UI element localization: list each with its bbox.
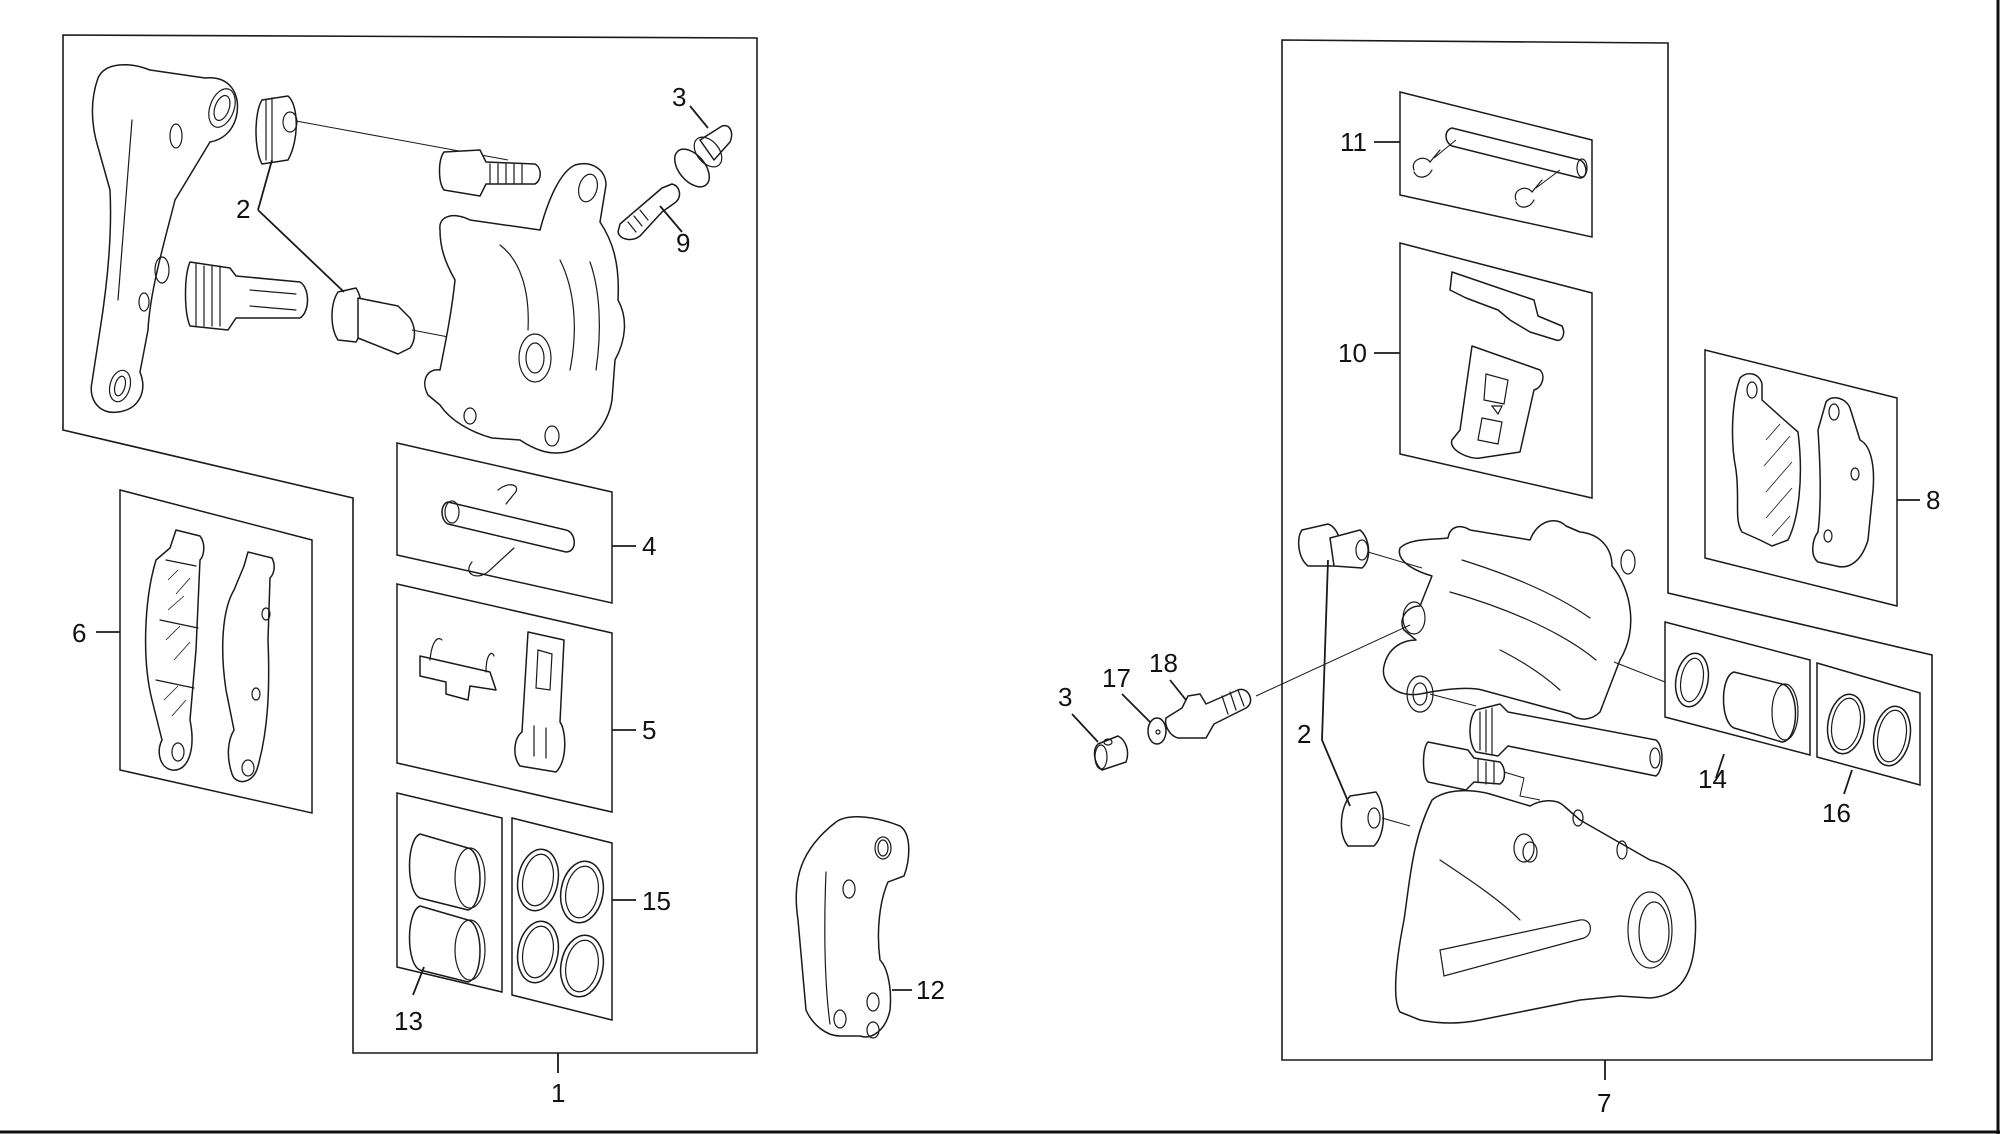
front-pad-pin-kit-box <box>396 442 613 604</box>
rear-caliper-body <box>1382 520 1636 720</box>
callout-rear-18: 18 <box>1149 648 1178 678</box>
leader-front-2 <box>257 159 345 293</box>
leader-rear-2 <box>1321 559 1351 807</box>
callout-rear-14: 14 <box>1698 764 1727 794</box>
front-pad-spring-kit-box <box>396 583 613 813</box>
rear-slide-boot-lower <box>1340 791 1384 847</box>
rear-caliper-group <box>1071 39 1933 1080</box>
callout-front-5: 5 <box>642 715 656 745</box>
front-piston-kit-box <box>396 792 503 993</box>
front-bleed-valve <box>617 183 681 241</box>
front-slide-boot-upper <box>255 95 298 165</box>
leader-rear-16 <box>1843 769 1853 795</box>
leader-rear-17 <box>1121 693 1151 723</box>
front-seal-kit-box <box>511 817 613 1021</box>
front-slide-pin-upper <box>438 149 541 197</box>
callout-rear-7: 7 <box>1597 1088 1611 1118</box>
rear-bleed-cap <box>1093 735 1129 771</box>
callout-rear-17: 17 <box>1102 663 1131 693</box>
callout-rear-2: 2 <box>1297 719 1311 749</box>
leader-rear-14 <box>1715 753 1725 779</box>
front-caliper-group <box>62 34 758 1073</box>
leader-rear-3 <box>1071 713 1099 743</box>
rear-slide-pin-short <box>1422 741 1506 791</box>
callout-front-15: 15 <box>642 886 671 916</box>
callout-rear-10: 10 <box>1338 338 1367 368</box>
front-slide-pin-lower <box>184 261 309 331</box>
front-bleed-cap <box>673 124 733 188</box>
rear-slide-pin-long <box>1469 703 1663 777</box>
callout-rear-16: 16 <box>1822 798 1851 828</box>
front-mount-bracket-12 <box>795 816 910 1039</box>
callout-front-6: 6 <box>72 618 86 648</box>
callout-rear-3: 3 <box>1058 682 1072 712</box>
rear-bleed-part-17 <box>1147 717 1167 745</box>
rear-piston-kit-box <box>1664 621 1811 756</box>
front-brake-pad-set-box <box>119 489 313 814</box>
leader-rear-18 <box>1169 679 1187 701</box>
rear-seal-kit-box <box>1816 662 1921 786</box>
front-caliper-body <box>424 163 626 454</box>
callout-front-9: 9 <box>676 228 690 258</box>
rear-brake-pad-set-box <box>1704 349 1898 607</box>
callout-rear-11: 11 <box>1340 127 1367 157</box>
callout-front-2: 2 <box>236 194 250 224</box>
front-slide-boot-lower <box>331 287 416 355</box>
callout-front-3: 3 <box>672 82 686 112</box>
callout-labels: 2 3 9 4 5 6 13 15 12 1 11 10 8 3 17 18 2… <box>72 82 1940 1118</box>
callout-front-12: 12 <box>916 975 945 1005</box>
callout-front-4: 4 <box>642 531 656 561</box>
rear-piston-axis <box>1613 661 1666 683</box>
leader-front-3 <box>689 105 709 129</box>
front-caliper-bracket <box>90 64 239 414</box>
rear-slide-pin-upper <box>1297 523 1370 569</box>
rear-bleed-valve-18 <box>1164 688 1252 739</box>
leader-front-9 <box>659 205 683 233</box>
rear-assembly-frame <box>1281 39 1933 1061</box>
rear-support-bracket <box>1394 789 1697 1024</box>
callout-front-13: 13 <box>394 1006 423 1036</box>
rear-pad-spring-kit-box <box>1399 242 1593 499</box>
front-assembly-frame <box>62 34 758 1054</box>
callout-rear-8: 8 <box>1926 485 1940 515</box>
leader-front-13 <box>412 966 425 996</box>
rear-pad-pin-kit-box <box>1399 91 1593 238</box>
callout-front-1: 1 <box>551 1078 565 1108</box>
